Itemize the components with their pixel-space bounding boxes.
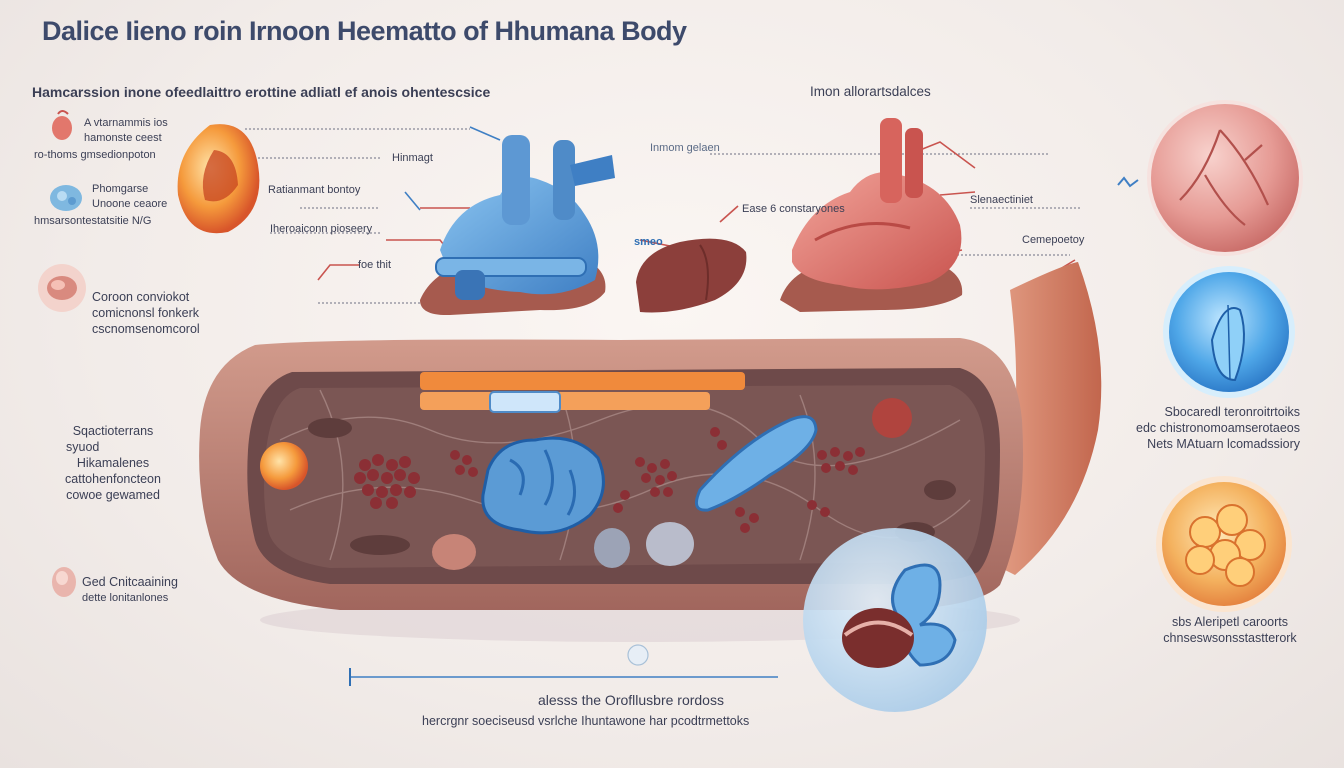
- bladder-icon: [52, 567, 76, 597]
- left-label-5: Ged Cnitcaaining dette lonitanlones: [82, 575, 178, 604]
- left-label-2b: hmsarsontestatsitie N/G: [34, 215, 152, 227]
- callout-9: Cemepoetoy: [1022, 234, 1085, 246]
- cell-icon: [50, 185, 82, 211]
- right-label-1: Sbocaredl teronroitrtoiks edc chistronom…: [1136, 405, 1300, 451]
- callout-3: Iheroaiconn pioseery: [270, 223, 373, 235]
- blood-sphere-icon: [1147, 100, 1303, 256]
- callout-6: smeo: [634, 236, 663, 248]
- left-label-3: Coroon conviokot comicnonsl fonkerk cscn…: [92, 290, 200, 336]
- kidney-sphere-icon: [803, 528, 987, 712]
- stomach-icon: [38, 264, 86, 312]
- subtitle-right: Imon allorartsdalces: [810, 84, 931, 99]
- red-heart-organ: [780, 118, 963, 312]
- callout-8: Slenaectiniet: [970, 194, 1033, 206]
- bottom-line-1: alesss the Orofllusbre rordoss: [538, 692, 724, 708]
- callout-7: Ease 6 constaryones: [742, 203, 845, 215]
- left-label-2: Phomgarse Unoone ceaore: [92, 183, 168, 210]
- adipose-sphere-icon: [1156, 476, 1292, 612]
- bottom-line-2: hercrgnr soeciseusd vsrlche Ihuntawone h…: [422, 714, 750, 728]
- callout-1: Hinmagt: [392, 152, 433, 164]
- right-label-2: sbs Aleripetl caroorts chnseswsonsstastt…: [1163, 615, 1297, 645]
- callout-2: Ratianmant bontoy: [268, 184, 361, 196]
- left-label-4: Sqactioterrans syuod Hikamalenes cattohe…: [65, 424, 161, 502]
- subtitle-left: Hamcarssion inone ofeedlaittro erottine …: [32, 84, 491, 100]
- blue-tissue-cluster: [481, 436, 605, 535]
- callout-5: Inmom gelaen: [650, 142, 720, 154]
- callout-4: foe thit: [358, 259, 392, 271]
- heart-icon: [52, 110, 72, 140]
- page-title: Dalice Iieno roin Irnoon Heematto of Hhu…: [42, 16, 687, 46]
- blue-heart-organ: [420, 135, 615, 316]
- neuron-sphere-icon: [1163, 266, 1295, 398]
- left-label-1b: ro-thoms gmsedionpoton: [34, 149, 156, 161]
- left-label-1: A vtarnammis ios hamonste ceest: [84, 117, 168, 144]
